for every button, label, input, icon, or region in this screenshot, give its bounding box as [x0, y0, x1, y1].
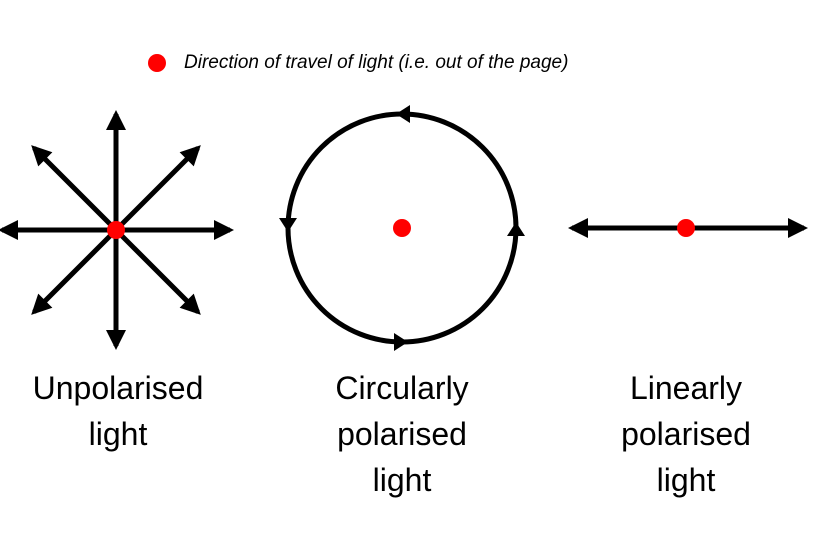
circular-caption: Circularly polarised light: [292, 365, 512, 503]
arrow-down-left: [31, 228, 118, 315]
arrow-down-right: [114, 228, 201, 315]
linear-direction-dot: [677, 219, 695, 237]
circular-direction-dot: [393, 219, 411, 237]
caption-line: Linearly: [629, 370, 743, 406]
caption-line: Circularly: [335, 370, 469, 406]
arrowhead-top: [396, 105, 410, 123]
legend-text: Direction of travel of light (i.e. out o…: [184, 52, 569, 73]
caption-line: polarised: [621, 416, 751, 452]
unpolarised-arrows: [0, 110, 234, 350]
arrow-up-left: [31, 145, 118, 232]
arrow-up-right: [114, 145, 201, 232]
arrowhead-right: [507, 222, 525, 236]
caption-line: light: [88, 416, 148, 452]
legend: Direction of travel of light (i.e. out o…: [148, 50, 568, 76]
linear-caption: Linearly polarised light: [576, 365, 796, 503]
arrowhead-bottom: [394, 333, 408, 351]
direction-dot-icon: [148, 54, 166, 72]
caption-line: polarised: [337, 416, 467, 452]
circular-arrowheads: [279, 105, 525, 351]
unpolarised-caption: Unpolarised light: [8, 365, 228, 457]
caption-line: light: [656, 462, 716, 498]
arrowhead-left: [279, 218, 297, 232]
caption-line: Unpolarised: [32, 370, 204, 406]
caption-line: light: [372, 462, 432, 498]
unpolarised-direction-dot: [107, 221, 125, 239]
